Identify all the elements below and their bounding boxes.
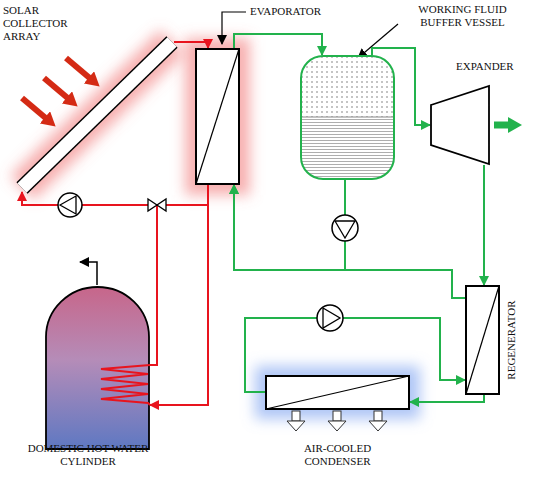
svg-part [196, 49, 239, 184]
svg-part [22, 42, 172, 188]
svg-part [266, 376, 409, 409]
valve-symbol [148, 199, 166, 211]
air-flow-arrows [287, 411, 387, 431]
pump-symbol [317, 305, 343, 331]
pump-symbol [60, 196, 76, 214]
svg-part [301, 56, 394, 179]
svg-part [431, 86, 489, 164]
svg-part [301, 117, 394, 118]
node-label: SOLAR COLLECTOR ARRAY [3, 4, 88, 43]
svg-part [466, 286, 499, 394]
buffer-vessel-outline [300, 55, 395, 180]
working-fluid-pipe [234, 180, 345, 270]
evaporator-box: EVAPORATOR [195, 48, 240, 185]
pump-symbol [58, 193, 82, 217]
air-arrow-shaft [292, 411, 300, 421]
pump-symbol [335, 221, 355, 238]
sun-ray [22, 98, 48, 120]
node-label: EXPANDER [456, 60, 531, 73]
condenser-box-outline [265, 375, 410, 410]
svg-part [266, 376, 409, 409]
svg-part [46, 287, 149, 449]
buffer-vessel: WORKING FLUID BUFFER VESSEL [300, 55, 395, 180]
expander-symbol: EXPANDER [430, 85, 490, 165]
air-arrow-head [287, 421, 305, 431]
collector-glow [22, 42, 172, 188]
node-label: AIR-COOLED CONDENSER [270, 442, 405, 468]
node-label: DOMESTIC HOT WATER CYLINDER [3, 442, 173, 468]
hot-water-outlet [80, 262, 97, 285]
air-arrow-head [369, 421, 387, 431]
svg-part [301, 56, 394, 179]
working-fluid-pipe [234, 34, 322, 55]
svg-part [301, 56, 394, 179]
svg-part [196, 49, 239, 184]
pump-symbol [332, 215, 358, 241]
working-fluid-pipe [234, 185, 465, 298]
condenser-box: AIR-COOLED CONDENSER [265, 375, 410, 410]
sun-rays [22, 58, 92, 120]
work-output-arrow [494, 122, 512, 129]
hot-water-cylinder: DOMESTIC HOT WATER CYLINDER [45, 285, 150, 450]
hot-water-cylinder-outline [45, 285, 150, 450]
svg-part [101, 365, 150, 405]
hot-water-pipe [22, 185, 208, 205]
leader-line [358, 24, 398, 58]
node-label: REGENERATOR [505, 285, 518, 395]
evaporator-glow [185, 38, 250, 195]
air-arrow-head [328, 421, 346, 431]
hot-water-pipe [150, 185, 208, 405]
air-arrow-shaft [374, 411, 382, 421]
working-fluid-pipe [410, 395, 484, 402]
hot-water-pipe [174, 42, 208, 48]
expander-symbol-outline [430, 85, 490, 165]
svg-part [301, 56, 394, 117]
node-label: WORKING FLUID BUFFER VESSEL [400, 3, 525, 29]
svg-part [301, 117, 394, 179]
regenerator-box: REGENERATOR [465, 285, 500, 395]
working-fluid-pipe [483, 165, 485, 285]
sun-ray [44, 78, 70, 100]
evaporator-box-outline [195, 48, 240, 185]
pump-symbol [323, 308, 340, 328]
sun-ray [66, 58, 92, 80]
solar-collector: SOLAR COLLECTOR ARRAY [0, 0, 174, 192]
node-label: EVAPORATOR [250, 5, 350, 18]
svg-part [22, 42, 172, 188]
regenerator-box-outline [465, 285, 500, 395]
air-arrow-shaft [333, 411, 341, 421]
svg-part [466, 286, 499, 394]
